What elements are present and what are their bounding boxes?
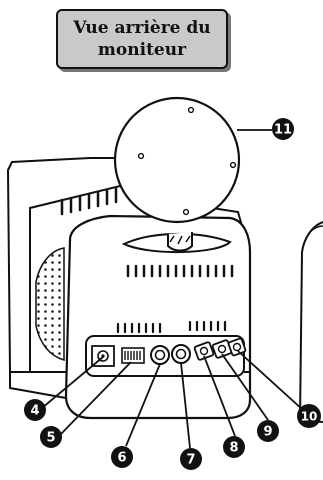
stand-neck [121,232,232,254]
callout-10: 10 [297,404,321,428]
rca-jack-2 [211,339,233,359]
diagram-title: Vue arrière du moniteur [56,9,228,69]
callout-5: 5 [40,426,62,448]
title-line-2: moniteur [97,40,187,60]
svg-text:9: 9 [263,425,272,440]
svg-text:11: 11 [274,123,292,138]
data-port [121,347,145,364]
callout-8: 8 [223,436,245,458]
callout-4: 4 [24,399,46,421]
base-plate-screws [137,106,237,216]
rca-jack-1 [193,341,215,361]
callout-9: 9 [257,420,279,442]
leader-lines [41,129,304,449]
svg-text:5: 5 [46,431,55,446]
side-vents [60,187,118,216]
svg-text:10: 10 [301,410,318,424]
svg-text:8: 8 [229,441,238,456]
callout-6: 6 [111,446,133,468]
speaker-grille [35,247,65,361]
rear-vents-top [126,264,234,278]
callout-11: 11 [272,118,294,140]
svg-text:6: 6 [117,451,126,466]
rear-vents-middle [116,320,227,334]
round-connector-left [150,345,170,365]
adjacent-device-edge [309,225,323,233]
svg-text:7: 7 [186,453,195,468]
adjacent-device-outline [298,221,323,423]
svg-text:4: 4 [30,404,39,419]
round-connector-right [171,344,191,364]
base-plate [113,96,241,224]
title-line-1: Vue arrière du [73,18,211,38]
callout-7: 7 [180,448,202,470]
rca-jack-3 [227,337,247,357]
